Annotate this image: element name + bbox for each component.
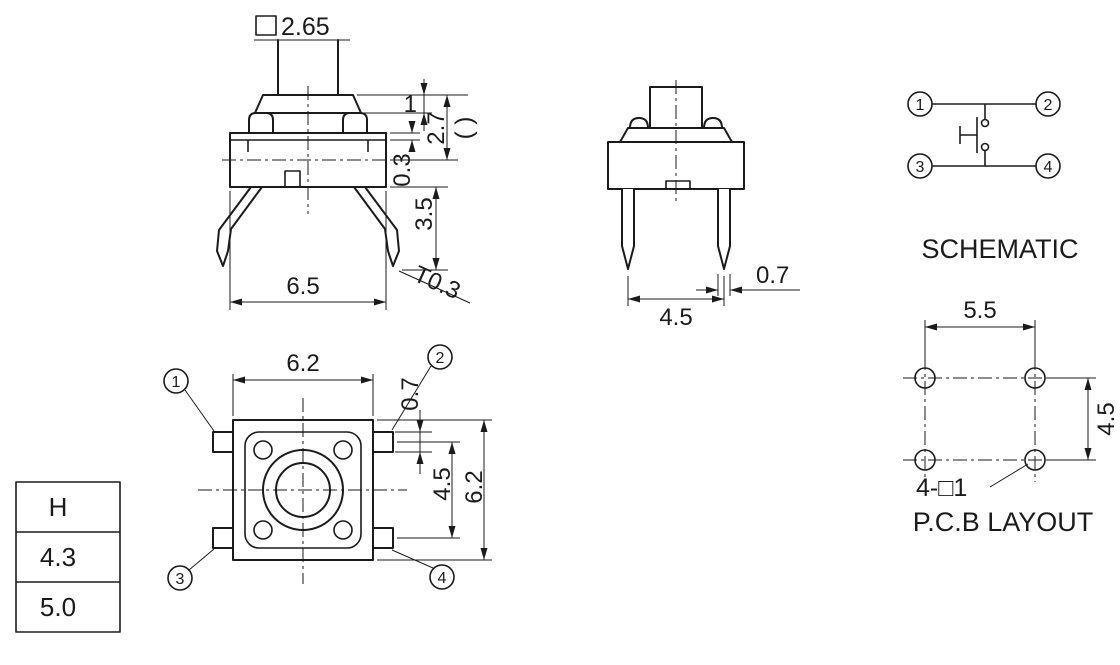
mounting-hole [914, 449, 936, 471]
fixed-contact-bottom [980, 142, 990, 152]
dim-2-7-label: 2.7 [423, 111, 450, 144]
dim-stem-label: 2.65 [281, 13, 330, 41]
pin-4-number: 4 [1044, 159, 1053, 176]
dim-5-5-label: 5.5 [963, 297, 996, 324]
leader-line [391, 365, 432, 431]
dim-tab-pitch-4-5: 4.5 [397, 441, 460, 539]
mounting-hole [1024, 449, 1046, 471]
leader-line [184, 389, 215, 432]
hole-note-label: 4-□1 [916, 474, 967, 502]
table-border [15, 481, 121, 633]
pin-3-circle [167, 565, 193, 591]
pcb-layout-title: P.C.B LAYOUT [913, 507, 1094, 537]
dim-0-3-label: 0.3 [389, 153, 416, 186]
dim-width-6-2-top: 6.2 [232, 350, 374, 416]
leader-line [188, 548, 215, 571]
dim-6-2-top-label: 6.2 [286, 350, 319, 377]
terminal-tab-bottom-right [372, 527, 394, 549]
schematic-view: 1 2 3 4 SCHEMATIC [907, 91, 1079, 264]
pin-callout-4: 4 [391, 549, 455, 590]
pcb-layout-view: 5.5 4.5 4-□1 P.C.B LAYOUT [903, 297, 1120, 537]
pin-callout-3: 3 [167, 548, 215, 591]
dim-1-label: 1 [404, 91, 417, 118]
dim-0-7-label: 0.7 [397, 377, 424, 410]
corner-post [333, 440, 353, 460]
dim-hole-pitch-5-5: 5.5 [924, 297, 1036, 364]
bottom-notch [665, 180, 691, 189]
pin-callout-1: 1 [163, 368, 215, 432]
stem-outline [277, 39, 339, 96]
corner-post [253, 520, 273, 540]
schematic-title: SCHEMATIC [921, 234, 1078, 264]
cap-ear-left [248, 112, 274, 134]
top-view: 1 2 3 4 6.2 [163, 344, 492, 591]
cap-ear-right [703, 117, 723, 129]
corner-post [253, 440, 273, 460]
leader-line [989, 463, 1029, 488]
pin-3-number: 3 [176, 571, 185, 588]
dim-3-5-label: 3.5 [411, 197, 438, 230]
leg-right [353, 186, 400, 267]
dim-reference-parens: ( ) [451, 117, 478, 140]
corner-post [333, 520, 353, 540]
dim-depth-6-2-right: 6.2 [377, 419, 492, 561]
terminal-tab-bottom-left [212, 527, 234, 549]
dim-height-2-7: 2.7 ( ) [394, 95, 478, 161]
dim-4-5-label: 4.5 [1093, 402, 1120, 435]
table-header-h: H [49, 492, 68, 522]
pin-callout-2: 2 [391, 344, 453, 431]
pin-2-circle [427, 344, 453, 370]
front-view: 2.65 6.5 1 [216, 13, 478, 310]
note-t0-3-label: T0.3 [410, 261, 465, 305]
contact-detail [284, 170, 301, 188]
dim-6-2-right-label: 6.2 [461, 470, 488, 503]
hole-size-note: 4-□1 [916, 463, 1029, 502]
terminal-tab-top-right [372, 431, 394, 453]
pin-1-circle [163, 368, 189, 394]
note-terminal-thickness: T0.3 [398, 261, 471, 305]
pin-1-number: 1 [172, 374, 181, 391]
leader-line [391, 549, 434, 569]
pin-2-number: 2 [436, 350, 445, 367]
dim-4-5-label: 4.5 [659, 304, 692, 331]
terminal-tab-top-left [212, 431, 234, 453]
dim-flange-0-3: 0.3 [389, 121, 420, 187]
dim-leg-3-5: 3.5 [390, 186, 448, 271]
cap-ear-left [629, 117, 649, 129]
dim-0-7-label: 0.7 [756, 262, 789, 289]
leg-left [216, 186, 263, 267]
dim-6-5-label: 6.5 [286, 273, 319, 300]
pin-4-number: 4 [438, 570, 447, 587]
table-cell-5-0: 5.0 [40, 592, 76, 622]
square-symbol-icon [255, 15, 277, 36]
pin-3-number: 3 [916, 159, 925, 176]
pin-4-circle [429, 564, 455, 590]
dim-pin-width-0-7: 0.7 [696, 262, 800, 296]
table-cell-4-3: 4.3 [40, 542, 76, 572]
pin-left [621, 189, 635, 270]
mounting-hole [1024, 367, 1046, 389]
fixed-contact-top [980, 118, 990, 128]
dim-width-6-5: 6.5 [229, 191, 387, 310]
pin-right [717, 189, 731, 270]
dim-4-5-label: 4.5 [429, 467, 456, 500]
pin-1-number: 1 [916, 97, 925, 114]
height-table: H 4.3 5.0 [15, 481, 121, 633]
dim-hole-pitch-4-5: 4.5 [1049, 377, 1120, 461]
leader-line [398, 270, 471, 304]
side-view: 0.7 4.5 [607, 80, 800, 331]
dim-tab-0-7: 0.7 [395, 377, 432, 474]
pin-2-number: 2 [1044, 97, 1053, 114]
cap-ear-right [342, 112, 368, 134]
mounting-hole [914, 367, 936, 389]
dim-pin-pitch-4-5: 4.5 [627, 276, 725, 331]
